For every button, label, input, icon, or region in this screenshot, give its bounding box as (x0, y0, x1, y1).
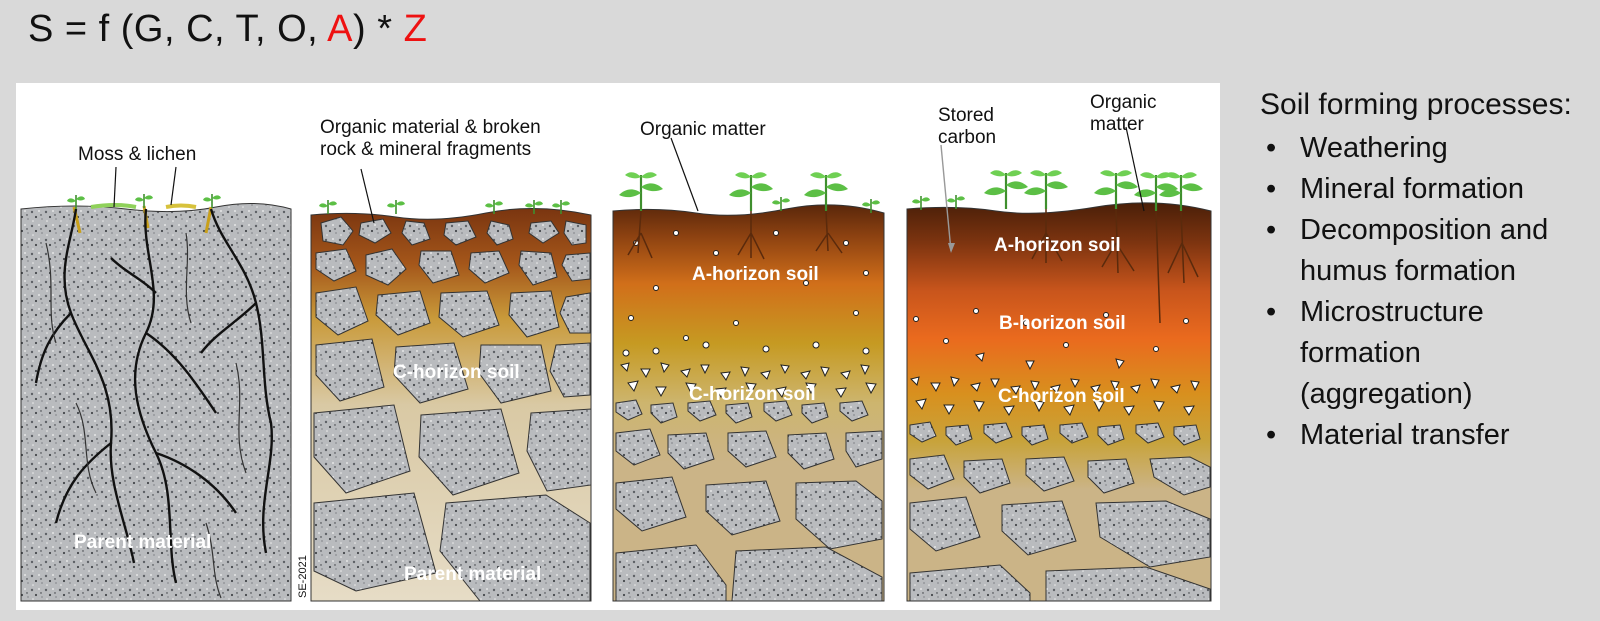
panel-bare-rock: Moss & lichen Parent material (20, 144, 292, 602)
soil-formula: S = f (G, C, T, O, A) * Z (28, 8, 427, 51)
process-item: Weathering (1260, 128, 1590, 169)
label-organic-matter-4-line1: Organic (1090, 92, 1157, 113)
label-c-horizon-4: C-horizon soil (998, 386, 1125, 407)
processes-list: Weathering Mineral formation Decompositi… (1260, 128, 1590, 456)
label-parent-material-2: Parent material (404, 564, 541, 585)
panel-a-horizon: Organic matter A-horizon soil C-horizon … (612, 119, 885, 602)
label-organic-material-line1: Organic material & broken (320, 117, 541, 138)
processes-title: Soil forming processes: (1260, 88, 1572, 121)
label-parent-material-1: Parent material (74, 532, 211, 553)
formula-z: Z (403, 8, 428, 50)
label-organic-matter-3: Organic matter (640, 119, 766, 140)
process-item: Material transfer (1260, 415, 1590, 456)
panel-c-horizon: Organic material & broken rock & mineral… (310, 117, 592, 602)
process-item: Mineral formation (1260, 169, 1590, 210)
process-item: Microstructure formation (aggregation) (1260, 292, 1590, 415)
formula-mid: ) * (353, 8, 404, 50)
label-moss-lichen: Moss & lichen (78, 144, 196, 165)
soil-figure-svg: Moss & lichen Parent material SE-2021 (20, 92, 1212, 602)
soil-development-figure: Moss & lichen Parent material SE-2021 (16, 83, 1220, 610)
label-b-horizon-4: B-horizon soil (999, 313, 1126, 334)
label-organic-material-line2: rock & mineral fragments (320, 139, 531, 160)
label-a-horizon-4: A-horizon soil (994, 235, 1121, 256)
label-c-horizon-2: C-horizon soil (393, 362, 520, 383)
formula-a: A (327, 8, 354, 50)
process-item: Decomposition and humus formation (1260, 210, 1590, 292)
label-a-horizon-3: A-horizon soil (692, 264, 819, 285)
soil-processes-panel: Soil forming processes: Weathering Miner… (1260, 88, 1590, 456)
formula-prefix: S = f (G, C, T, O, (28, 8, 328, 50)
label-stored-carbon-line2: carbon (938, 127, 996, 148)
figure-credit: SE-2021 (297, 555, 309, 598)
label-organic-matter-4-line2: matter (1090, 114, 1145, 135)
panel-abc-horizons: Stored carbon Organic matter A-horizon s… (906, 92, 1212, 602)
label-c-horizon-3: C-horizon soil (689, 384, 816, 405)
label-stored-carbon-line1: Stored (938, 105, 994, 126)
